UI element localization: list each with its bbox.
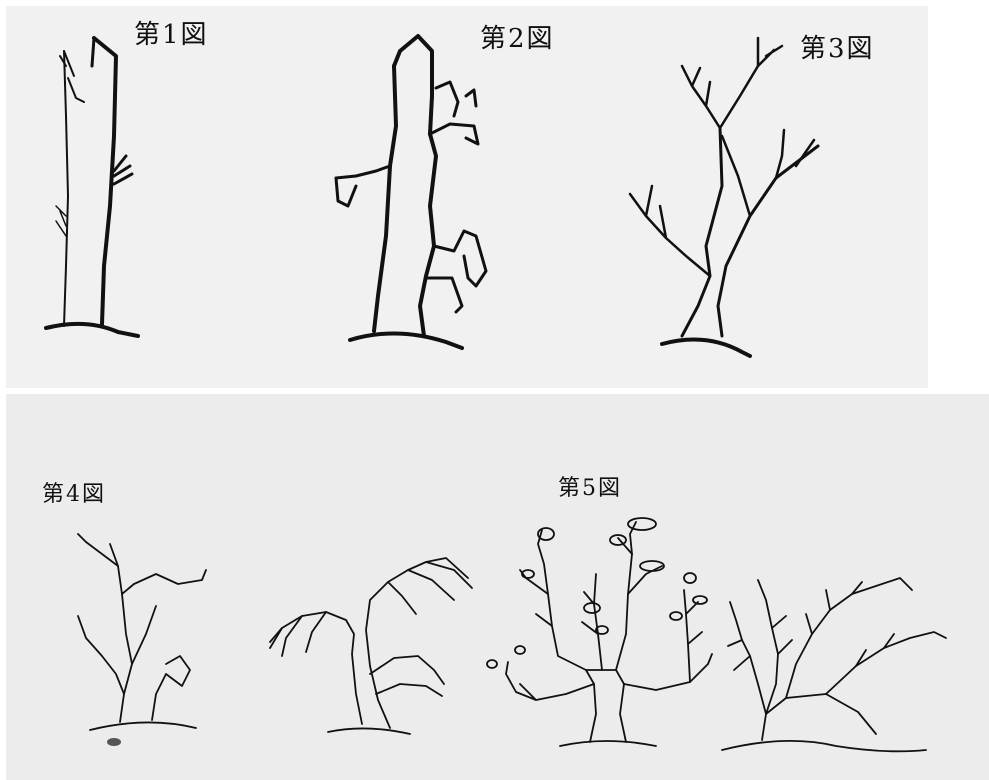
figure-1-trunk-drawing bbox=[46, 38, 138, 336]
figure-4-upright-tree-drawing bbox=[78, 534, 206, 746]
figure-4-weeping-tree-drawing bbox=[270, 558, 472, 734]
figure-5-shrub-regrowth-drawing bbox=[722, 578, 946, 751]
figure-2-sprouting-trunk-drawing bbox=[336, 36, 486, 348]
figure-3-branched-tree-drawing bbox=[630, 38, 818, 356]
figure-5-sprouted-stump-drawing bbox=[487, 518, 712, 746]
figure-panel-bottom: 第4図 第5図 bbox=[6, 394, 989, 780]
figure-panel-top: 第1図 第2図 第3図 bbox=[6, 6, 928, 388]
